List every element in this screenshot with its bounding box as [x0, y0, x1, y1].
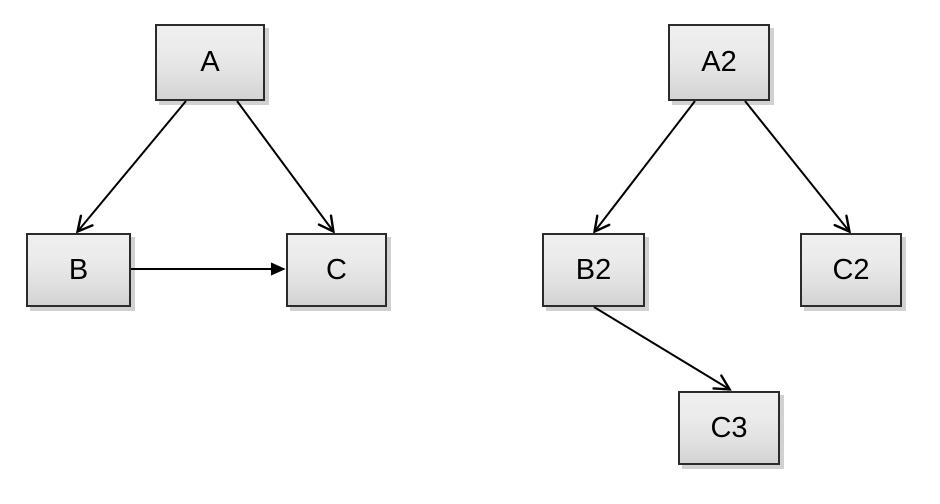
node-label: C [326, 253, 347, 286]
node-b[interactable]: B [26, 233, 131, 307]
edge-a2-to-c2 [744, 100, 849, 231]
node-c3[interactable]: C3 [678, 391, 780, 465]
edge-a2-to-b2 [595, 100, 696, 231]
node-label: C2 [832, 253, 870, 286]
node-b2[interactable]: B2 [542, 233, 645, 307]
node-a[interactable]: A [155, 24, 265, 101]
edge-b2-to-c3 [593, 306, 729, 389]
edge-a-to-b [78, 100, 187, 231]
node-label: A [200, 46, 220, 78]
node-c[interactable]: C [286, 233, 387, 307]
node-label: B [68, 253, 89, 286]
node-a2[interactable]: A2 [668, 24, 770, 101]
node-c2[interactable]: C2 [800, 233, 902, 307]
edge-a-to-c [236, 100, 333, 231]
node-label: A2 [701, 46, 737, 78]
node-label: B2 [575, 253, 612, 286]
node-label: C3 [710, 411, 748, 444]
